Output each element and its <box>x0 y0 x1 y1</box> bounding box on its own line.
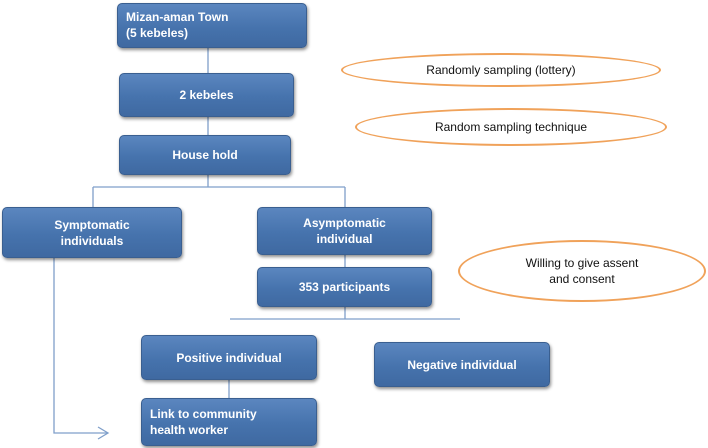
arrowhead-icon <box>97 426 110 440</box>
connector-symptomatic-link-arrow <box>53 258 108 434</box>
node-link-to-community-health-worker: Link to community health worker <box>141 398 317 446</box>
note-random-sampling-technique: Random sampling technique <box>355 108 667 146</box>
node-mizan-aman-town: Mizan-aman Town (5 kebeles) <box>117 3 307 48</box>
node-positive-individual: Positive individual <box>141 335 317 380</box>
note-randomly-sampling-lottery: Randomly sampling (lottery) <box>341 53 661 87</box>
node-353-participants: 353 participants <box>257 267 432 307</box>
node-2-kebeles: 2 kebeles <box>119 73 294 117</box>
node-household: House hold <box>119 135 291 175</box>
node-asymptomatic-individual: Asymptomatic individual <box>257 207 432 255</box>
node-symptomatic-individuals: Symptomatic individuals <box>2 207 182 258</box>
note-willing-to-give-assent: Willing to give assent and consent <box>458 240 706 302</box>
node-negative-individual: Negative individual <box>374 342 550 387</box>
